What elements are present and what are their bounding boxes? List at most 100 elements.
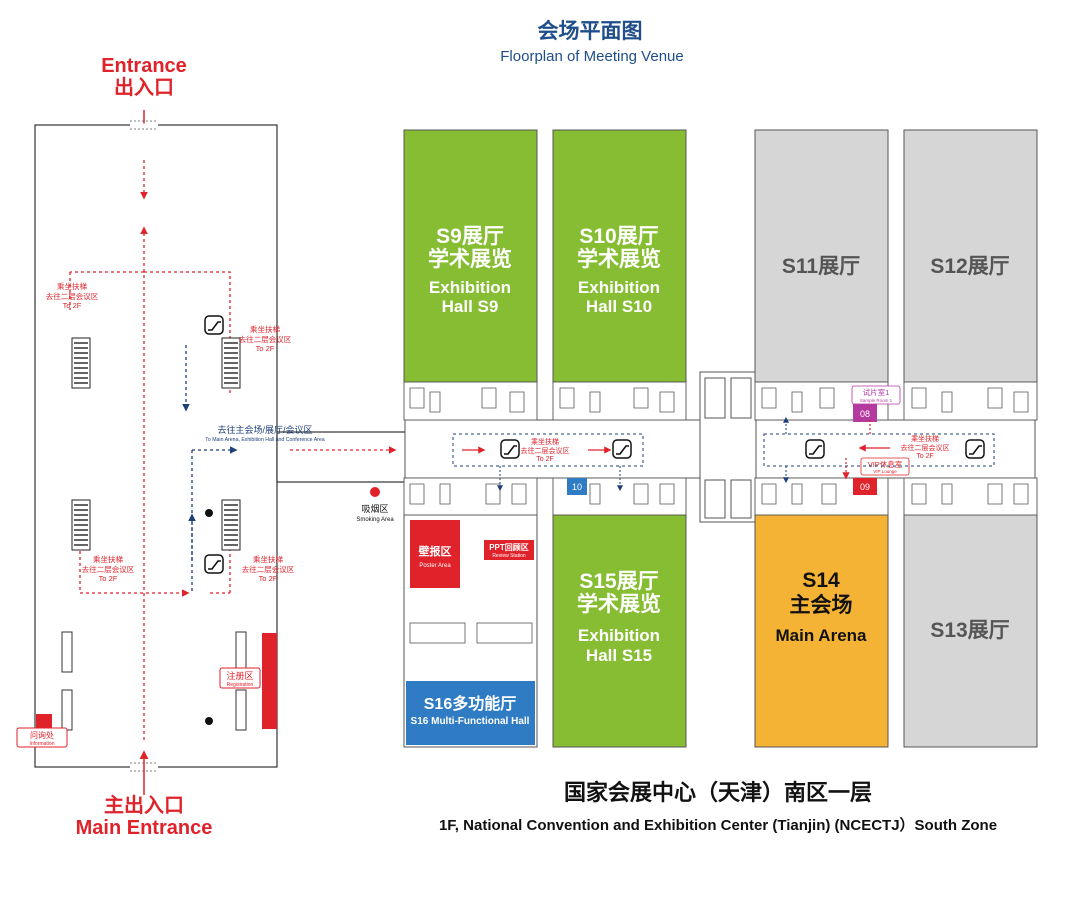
poster-board: [476, 622, 533, 644]
corridor-label-cn: 去往主会场/展厅/会议区: [217, 424, 312, 435]
escalator-label-cn2: 去往二层会议区: [46, 291, 99, 301]
hall-s15-labels: S15展厅 学术展览 Exhibition Hall S15: [577, 570, 661, 665]
room-09-label: 09: [860, 482, 870, 492]
escalator-icon: [204, 315, 224, 335]
hall-s11-name: S11展厅: [782, 255, 860, 278]
hall-s13[interactable]: [903, 514, 1038, 748]
entrance-label-en: Entrance: [101, 55, 187, 77]
registration-desk: [262, 633, 277, 729]
hall-s16[interactable]: [406, 681, 535, 745]
poster-area-label-en: Poster Area: [419, 563, 451, 569]
room-10-label: 10: [572, 482, 582, 492]
escalator-label-cn2: 去往二层会议区: [901, 443, 950, 452]
ppt-review-label-cn: PPT回顾区: [489, 543, 529, 552]
hall-s9-name-en1: Exhibition: [429, 278, 511, 297]
escalator-label-cn1: 乘坐扶梯: [57, 281, 87, 291]
hall-s16-name-en: S16 Multi-Functional Hall: [411, 716, 530, 727]
corridor-red-arrows: [462, 420, 890, 480]
info-label-box: [16, 727, 68, 748]
hall-s14-name: S14: [802, 569, 840, 592]
sample-room-label-box: [851, 385, 901, 405]
hall-s15-name-cn: S15展厅: [579, 570, 658, 593]
poster-area-label-cn: 壁报区: [419, 544, 452, 558]
service-room-details-south: [409, 483, 1029, 505]
vip-lounge-label-box: [860, 457, 910, 476]
pillar-dot: [205, 509, 213, 517]
escalator-zone-left: [452, 433, 644, 467]
hall-s13-name: S13展厅: [930, 619, 1009, 642]
hall-s12[interactable]: [903, 129, 1038, 383]
hall-s10-name-en2: Hall S10: [586, 297, 652, 316]
main-entrance-label-en: Main Entrance: [76, 817, 213, 839]
junction-blocks: [704, 377, 752, 519]
hall-s14-type-cn: 主会场: [790, 593, 853, 617]
escalator-label-cn2: 去往二层会议区: [521, 446, 570, 455]
hall-s12-name: S12展厅: [930, 255, 1009, 278]
escalator-icon: [965, 439, 985, 459]
hall-s15-name-en2: Hall S15: [586, 646, 652, 665]
escalator-label-cn2: 去往二层会议区: [239, 334, 292, 344]
hall-s9-name-cn: S9展厅: [436, 225, 504, 248]
room-10[interactable]: [567, 478, 587, 495]
hall-s15-type-cn: 学术展览: [577, 592, 661, 616]
smoking-area-label-cn: 吸烟区: [361, 503, 388, 514]
hall-s14[interactable]: [754, 514, 889, 748]
map-title-en: Floorplan of Meeting Venue: [500, 48, 683, 65]
hall-s9-name-en2: Hall S9: [442, 297, 499, 316]
escalator-icon: [805, 439, 825, 459]
info-label-cn: 问询处: [30, 730, 54, 740]
ppt-review-station[interactable]: [484, 540, 534, 560]
room-08-label: 08: [860, 409, 870, 419]
vip-lounge-label-cn: VIP休息室: [868, 459, 903, 469]
escalator-label-en: To 2F: [916, 453, 934, 460]
escalator-label-en: To 2F: [63, 301, 82, 310]
lobby-blue-paths: [182, 345, 397, 593]
venue-name-en: 1F, National Convention and Exhibition C…: [439, 816, 997, 834]
info-label-en: Information: [29, 741, 54, 747]
hall-s10-name-cn: S10展厅: [579, 225, 658, 248]
escalator-label-en: To 2F: [259, 574, 278, 583]
map-title-cn: 会场平面图: [538, 19, 643, 43]
information-desk: [36, 714, 52, 730]
sample-room-label-en: Sample Room 1: [860, 398, 893, 403]
registration-label-cn: 注册区: [226, 670, 253, 681]
smoking-area-dot: [370, 487, 380, 497]
sample-room-label-cn: 试片室1: [863, 387, 890, 397]
escalator-label-cn1: 乘坐扶梯: [911, 434, 939, 443]
registration-label-en: Registration: [227, 682, 254, 688]
smoking-area-label-en: Smoking Area: [356, 517, 394, 523]
hall-s10-name-en1: Exhibition: [578, 278, 660, 297]
escalator-zone-right: [763, 433, 995, 467]
poster-area[interactable]: [410, 520, 460, 588]
venue-name-cn: 国家会展中心（天津）南区一层: [564, 780, 872, 805]
escalator-label-en: To 2F: [256, 344, 275, 353]
hall-s10-labels: S10展厅 学术展览 Exhibition Hall S10: [577, 225, 661, 316]
hall-s15-name-en1: Exhibition: [578, 626, 660, 645]
ppt-review-label-en: Review Station: [492, 553, 526, 559]
service-room-details-north: [409, 387, 1029, 413]
hall-s9[interactable]: [403, 129, 538, 383]
escalator-label-cn1: 乘坐扶梯: [253, 554, 283, 564]
escalator-label-cn1: 乘坐扶梯: [93, 554, 123, 564]
escalator-label-cn2: 去往二层会议区: [82, 564, 135, 574]
escalator-icon: [204, 554, 224, 574]
room-09[interactable]: [853, 478, 877, 495]
corridor-label-en: To Main Arena, Exhibition Hall and Confe…: [205, 437, 324, 443]
room-08[interactable]: [853, 404, 877, 422]
hall-s9-labels: S9展厅 学术展览 Exhibition Hall S9: [428, 225, 512, 316]
hall-s15[interactable]: [552, 514, 687, 748]
poster-board: [409, 622, 466, 644]
hall-s16-name-cn: S16多功能厅: [424, 694, 516, 713]
escalator-label-en: To 2F: [99, 574, 118, 583]
escalator-label-en: To 2F: [536, 456, 554, 463]
escalator-label-group: 乘坐扶梯 去往二层会议区 To 2F 乘坐扶梯 去往二层会议区 To 2F 乘坐…: [46, 281, 295, 583]
main-entrance-label-cn: 主出入口: [104, 793, 184, 817]
corridor-blue-arrows: [497, 416, 789, 492]
hall-s9-type-cn: 学术展览: [428, 247, 512, 271]
escalator-label-cn1: 乘坐扶梯: [250, 324, 280, 334]
lobby-escalators: [71, 337, 241, 551]
escalator-label-cn1: 乘坐扶梯: [531, 437, 559, 446]
escalator-label-cn2: 去往二层会议区: [242, 564, 295, 574]
corridor-escalator-labels: 乘坐扶梯 去往二层会议区 To 2F 乘坐扶梯 去往二层会议区 To 2F: [521, 434, 950, 463]
